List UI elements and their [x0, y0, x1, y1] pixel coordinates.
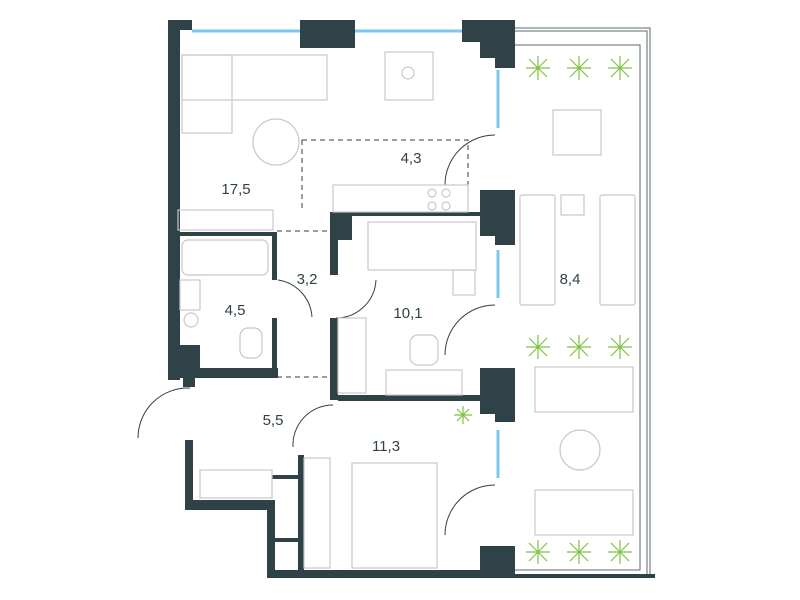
room-area-bedroom-small: 10,1	[393, 305, 422, 322]
room-area-hall: 3,2	[297, 271, 318, 288]
plant-icon	[526, 540, 550, 564]
furniture	[177, 51, 636, 569]
sofa-icon	[181, 54, 328, 101]
toilet-icon	[239, 327, 263, 359]
kitchen-counter-icon	[332, 184, 469, 213]
windows	[192, 29, 500, 478]
plant-icon	[567, 335, 591, 359]
wardrobe-icon	[337, 317, 367, 394]
bed-icon	[367, 221, 477, 271]
washer-icon	[183, 312, 199, 328]
room-area-terrace: 8,4	[560, 271, 581, 288]
plant-icon	[526, 56, 550, 80]
plants	[454, 56, 632, 564]
desk-icon	[385, 369, 463, 396]
sink-icon	[179, 279, 201, 311]
plant-icon	[567, 56, 591, 80]
rug-icon	[252, 118, 300, 166]
sunbed-icon	[599, 194, 636, 306]
plant-icon	[454, 406, 472, 424]
room-area-living: 17,5	[221, 181, 250, 198]
sunbed-icon	[519, 194, 556, 306]
storage-icon	[199, 469, 273, 499]
double-bed-icon	[351, 462, 438, 569]
bathtub-icon	[181, 239, 269, 276]
plant-icon	[608, 335, 632, 359]
room-area-bedroom-master: 11,3	[372, 438, 400, 455]
chair-icon	[409, 334, 439, 366]
terrace-outline	[515, 27, 655, 578]
coffee-table-icon	[559, 429, 601, 471]
terrace-sofa-icon	[534, 489, 634, 536]
doors	[137, 134, 496, 536]
room-labels: 17,5 4,3 3,2 4,5 10,1 5,5 11,3 8,4	[221, 150, 580, 455]
room-area-kitchen: 4,3	[401, 150, 422, 167]
room-area-entrance: 5,5	[263, 412, 284, 429]
terrace-table-icon	[552, 109, 602, 156]
plant-icon	[608, 56, 632, 80]
dining-table-icon	[384, 51, 434, 101]
terrace-sofa-icon	[534, 366, 634, 413]
wardrobe-icon	[303, 457, 331, 569]
plant-icon	[526, 335, 550, 359]
plant-icon	[608, 540, 632, 564]
tv-stand-icon	[177, 209, 274, 231]
plant-icon	[567, 540, 591, 564]
room-area-bathroom: 4,5	[225, 302, 246, 319]
walls	[168, 20, 515, 578]
